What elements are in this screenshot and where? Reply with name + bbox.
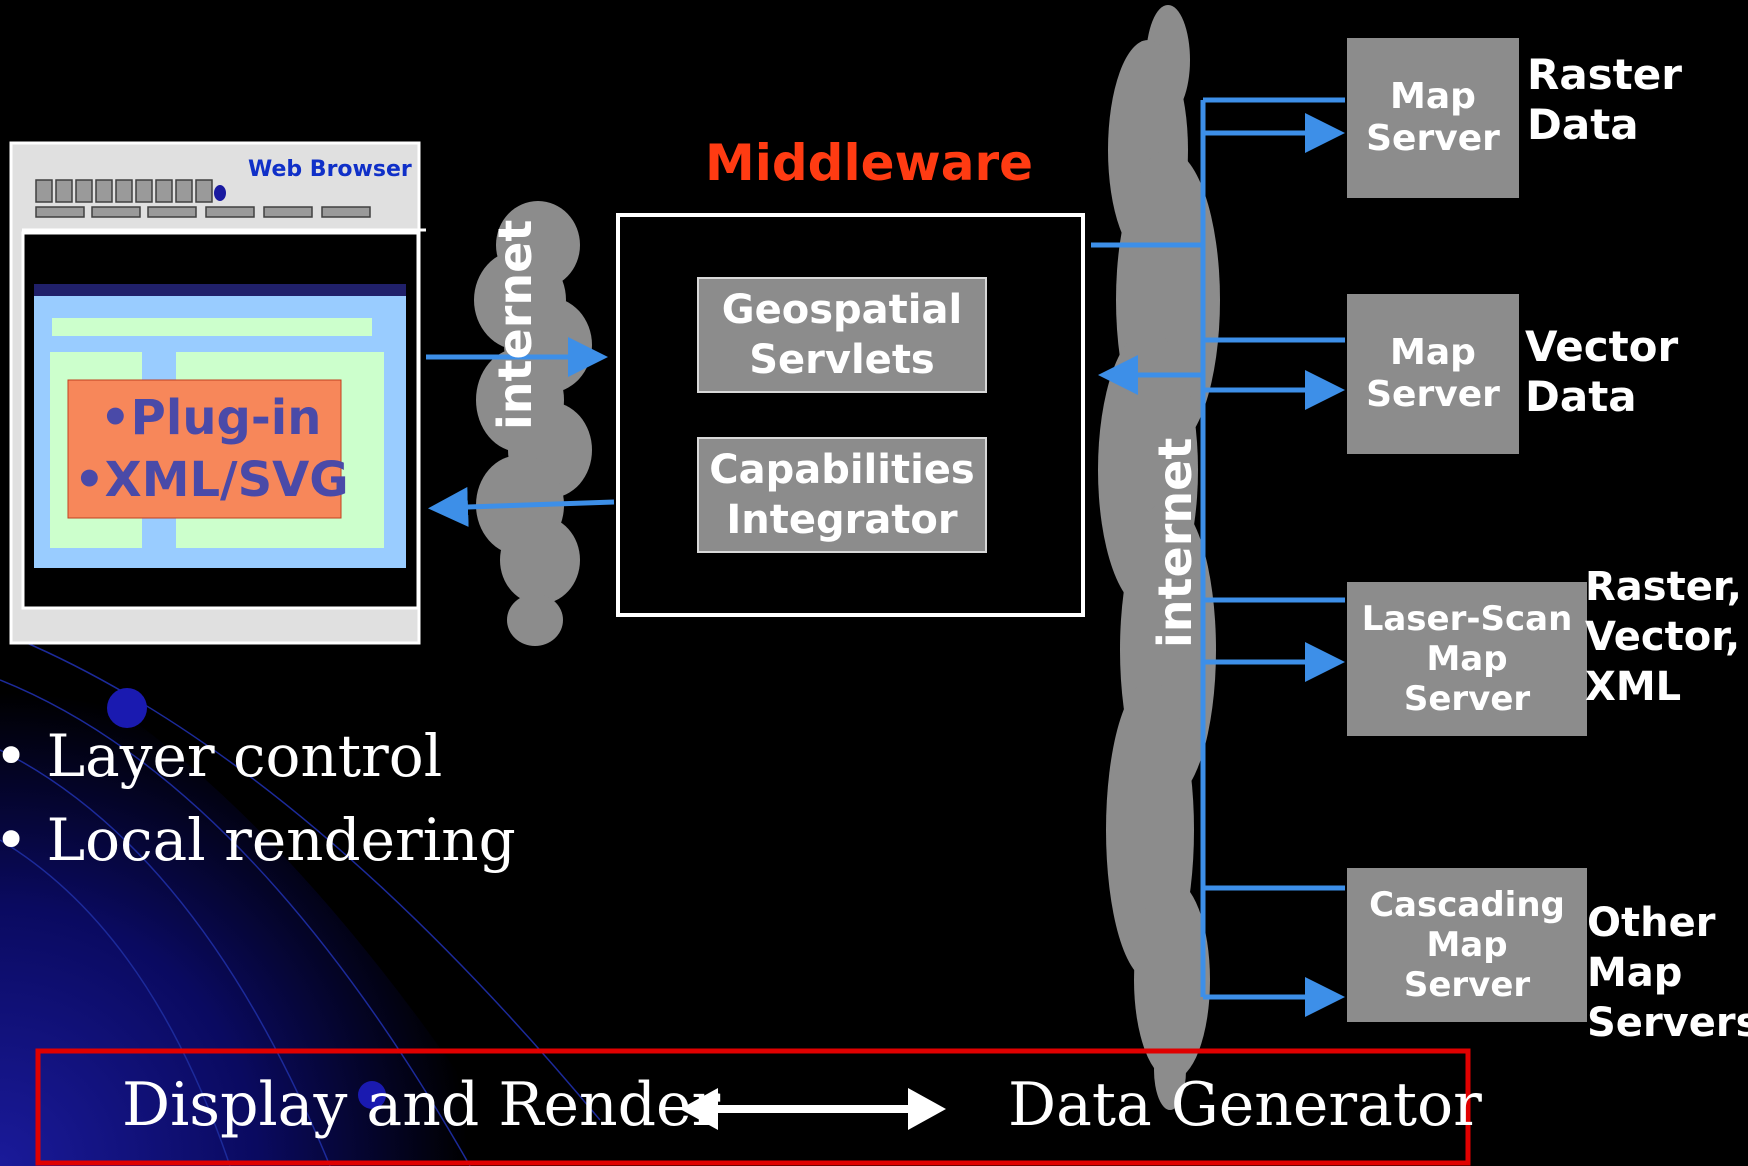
map-server-raster: Map Server xyxy=(1347,38,1519,198)
server-line: Map xyxy=(1426,638,1508,679)
data-line: Servers xyxy=(1587,1000,1748,1046)
plugin-line-2: •XML/SVG xyxy=(74,452,349,508)
data-line: Map xyxy=(1587,950,1683,996)
bullet-layer-control: • Layer control xyxy=(0,722,443,790)
middleware-title: Middleware xyxy=(705,134,1034,192)
server-line: Server xyxy=(1403,679,1531,720)
plugin-line-1: •Plug-in xyxy=(100,390,322,446)
data-line: Vector, xyxy=(1585,614,1741,660)
laser-scan-map-server: Laser-Scan Map Server xyxy=(1347,582,1587,736)
server-line: Map xyxy=(1426,924,1508,965)
raster-data-label: Raster Data xyxy=(1527,50,1682,151)
web-browser-title: Web Browser xyxy=(248,157,412,182)
data-line: Data xyxy=(1525,372,1637,422)
left-cloud-label: internet xyxy=(488,219,542,430)
server-line: Map xyxy=(1390,75,1476,117)
right-cloud-label: internet xyxy=(1148,437,1202,648)
server-line: Cascading xyxy=(1369,884,1565,925)
server-line: Laser-Scan xyxy=(1361,598,1573,639)
browser-toolbar xyxy=(35,179,371,218)
browser-status-dot-icon xyxy=(214,185,226,201)
server-line: Server xyxy=(1366,374,1500,415)
cascading-map-server: Cascading Map Server xyxy=(1347,868,1587,1022)
bottom-frame xyxy=(35,1048,1471,1166)
left-internet-cloud xyxy=(474,201,592,646)
background-orbit-lines xyxy=(0,639,601,1166)
data-line: Raster, xyxy=(1585,564,1742,610)
other-map-servers-label: Other Map Servers xyxy=(1587,898,1748,1048)
background-glow xyxy=(0,640,520,1166)
capabilities-integrator-box: Capabilities Integrator xyxy=(697,437,987,553)
display-and-render-label: Display and Render xyxy=(122,1070,721,1140)
vector-data-label: Vector Data xyxy=(1525,322,1678,423)
response-arrow xyxy=(428,486,615,527)
server-line: Server xyxy=(1403,965,1531,1006)
server-line: Server xyxy=(1366,118,1500,159)
plugin-box xyxy=(67,379,342,519)
geospatial-servlets-line-1: Geospatial xyxy=(721,287,963,333)
geospatial-servlets-box: Geospatial Servlets xyxy=(697,277,987,393)
data-line: Other xyxy=(1587,900,1716,946)
middleware-frame xyxy=(616,213,1085,617)
data-line: XML xyxy=(1585,664,1682,710)
bullet-local-rendering: • Local rendering xyxy=(0,806,516,874)
geospatial-servlets-line-2: Servlets xyxy=(749,337,935,383)
background-orb xyxy=(358,1081,386,1109)
web-browser-window xyxy=(9,141,426,645)
data-line: Vector xyxy=(1525,322,1679,371)
capabilities-integrator-line-2: Integrator xyxy=(726,497,958,543)
data-line: Data xyxy=(1527,100,1639,150)
data-line: Raster xyxy=(1527,50,1682,99)
server-bus xyxy=(1200,97,1345,1017)
capabilities-integrator-line-1: Capabilities xyxy=(709,447,975,493)
raster-vector-xml-label: Raster, Vector, XML xyxy=(1585,562,1742,712)
map-server-vector: Map Server xyxy=(1347,294,1519,454)
double-arrow xyxy=(680,1088,946,1130)
server-line: Map xyxy=(1390,331,1476,373)
background-orb xyxy=(107,688,147,728)
data-generator-label: Data Generator xyxy=(1008,1070,1482,1140)
